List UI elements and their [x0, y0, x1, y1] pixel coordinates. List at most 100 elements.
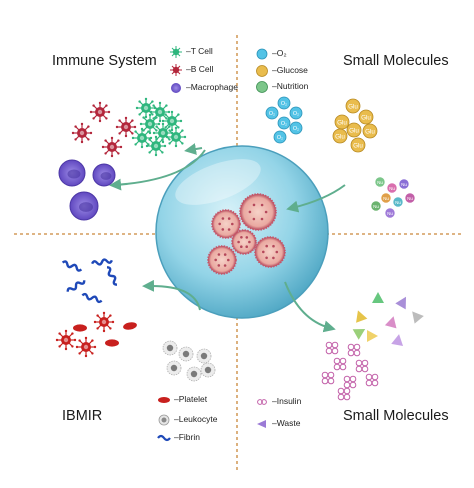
- fibrin-strand: [66, 280, 86, 292]
- oxygen-molecule-group: O₂ O₂ O₂ O₂ O₂ O₂: [265, 96, 303, 144]
- platelet: [123, 322, 137, 330]
- nutrition-molecule: Nu: [398, 178, 410, 190]
- leukocyte: [178, 346, 194, 362]
- nutrition-molecule-label: Nu: [401, 182, 407, 187]
- fibrin-group: [61, 258, 118, 304]
- islet-cluster: [207, 193, 286, 275]
- islet: [231, 229, 257, 255]
- waste-triangle: [384, 316, 397, 329]
- legend-leukocyte-icon: [158, 414, 170, 426]
- oxygen-molecule: O₂: [277, 96, 291, 110]
- waste-triangle-group: [352, 292, 424, 346]
- leukocyte-group: [162, 340, 216, 382]
- b-cell: [101, 136, 123, 158]
- t-cell: [139, 113, 161, 135]
- macrophage-group: [58, 159, 116, 221]
- legend-oxygen-icon: [256, 48, 268, 60]
- glucose-molecule-label: Glu: [353, 142, 363, 149]
- glucose-molecule-label: Glu: [335, 133, 345, 140]
- platelet: [105, 339, 119, 347]
- glucose-molecule: Glu: [346, 122, 362, 138]
- waste-triangle: [412, 311, 424, 324]
- insulin-molecule: [321, 371, 335, 385]
- leukocyte: [166, 360, 182, 376]
- small-molecules-title-bottom: Small Molecules: [343, 408, 449, 424]
- legend-waste-icon: [257, 420, 266, 428]
- oxygen-molecule-label: O₂: [293, 111, 299, 117]
- legend-tcell-label: –T Cell: [186, 46, 213, 56]
- leukocyte: [200, 362, 216, 378]
- glucose-molecule-label: Glu: [348, 103, 358, 110]
- b-cell: [71, 122, 93, 144]
- nutrition-molecule-label: Nu: [389, 186, 395, 191]
- t-cell: [165, 126, 187, 148]
- legend-macrophage-label: –Macrophage: [186, 82, 238, 92]
- legend-fibrin-label: –Fibrin: [174, 432, 200, 442]
- insulin-molecule: [347, 343, 361, 357]
- legend-glucose-label: –Glucose: [272, 65, 308, 75]
- b-cell: [115, 116, 137, 138]
- insulin-molecule: [325, 341, 339, 355]
- insulin-group: [321, 341, 379, 401]
- leukocyte: [186, 366, 202, 382]
- glucose-molecule: Glu: [350, 137, 366, 153]
- glucose-molecule: Glu: [332, 128, 348, 144]
- nutrition-molecule-label: Nu: [387, 211, 393, 216]
- glucose-molecule: Glu: [334, 114, 350, 130]
- arrow-capsule-to-immune-start: [184, 143, 203, 155]
- leukocyte: [162, 340, 178, 356]
- oxygen-molecule-label: O₂: [277, 135, 283, 141]
- activated-platelet: [55, 329, 77, 351]
- arrow-capsule-to-waste: [284, 281, 336, 333]
- arrow-molecules-into-capsule: [286, 184, 346, 213]
- nutrition-molecule-label: Nu: [383, 196, 389, 201]
- legend-oxygen-label: –O₂: [272, 48, 287, 58]
- oxygen-molecule-label: O₂: [293, 126, 299, 132]
- legend-insulin-icon: [257, 399, 267, 405]
- oxygen-molecule: O₂: [265, 106, 279, 120]
- waste-triangle: [391, 334, 404, 346]
- glucose-molecule: Glu: [358, 109, 374, 125]
- nutrition-molecule: Nu: [386, 182, 398, 194]
- glucose-molecule: Glu: [345, 98, 361, 114]
- legend-bcell-label: –B Cell: [186, 64, 214, 74]
- oxygen-molecule-label: O₂: [281, 121, 287, 127]
- islet: [239, 193, 277, 231]
- oxygen-molecule-label: O₂: [281, 101, 287, 107]
- arrow-capsule-to-immune: [109, 149, 206, 191]
- nutrition-molecule: Nu: [404, 192, 416, 204]
- legend-bcell-icon: [170, 64, 182, 76]
- oxygen-molecule: O₂: [277, 116, 291, 130]
- t-cell: [145, 135, 167, 157]
- nutrition-molecule: Nu: [392, 196, 404, 208]
- oxygen-molecule-label: O₂: [269, 111, 275, 117]
- waste-triangle: [356, 310, 368, 323]
- legend-leukocyte-label: –Leukocyte: [174, 414, 218, 424]
- nutrition-molecule: Nu: [380, 192, 392, 204]
- oxygen-molecule: O₂: [289, 106, 303, 120]
- fibrin-strand: [61, 260, 83, 272]
- nutrition-molecule-label: Nu: [395, 200, 401, 205]
- legend-glucose-icon: [256, 65, 268, 77]
- glucose-molecule: Glu: [362, 123, 378, 139]
- legend-waste-label: –Waste: [272, 418, 301, 428]
- small-molecules-title-top: Small Molecules: [343, 53, 449, 69]
- waste-triangle: [352, 329, 366, 340]
- nutrition-molecule-label: Nu: [377, 180, 383, 185]
- activated-platelet: [93, 311, 115, 333]
- glucose-molecule-label: Glu: [361, 114, 371, 121]
- t-cell: [131, 127, 153, 149]
- legend-platelet-icon: [158, 397, 170, 403]
- islet: [254, 236, 286, 268]
- insulin-molecule: [333, 357, 347, 371]
- glucose-molecule-label: Glu: [337, 119, 347, 126]
- nutrition-molecule: Nu: [384, 207, 396, 219]
- arrow-capsule-to-ibmir: [142, 279, 201, 311]
- b-cell: [89, 101, 111, 123]
- t-cell: [161, 110, 183, 132]
- nutrition-molecule: Nu: [370, 200, 382, 212]
- islet: [207, 245, 237, 275]
